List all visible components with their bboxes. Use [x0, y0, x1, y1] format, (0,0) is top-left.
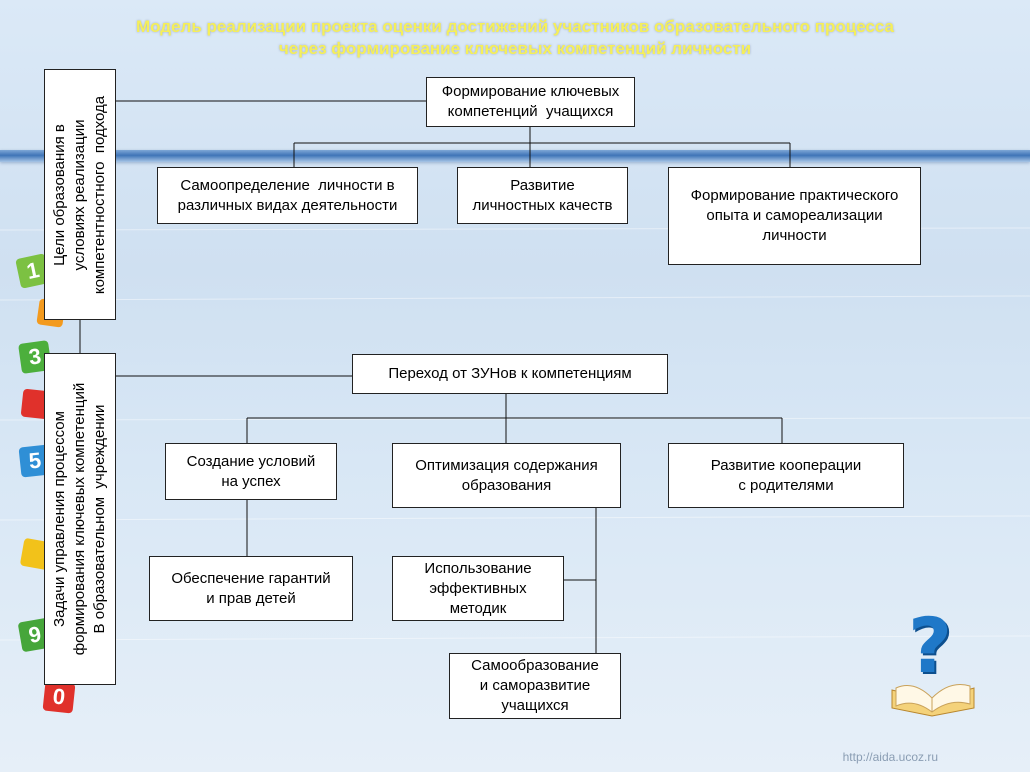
parent-cooperation-box: Развитие кооперации с родителями — [668, 443, 904, 508]
goals-label: Цели образования в условиях реализации к… — [51, 95, 108, 294]
effective-methods-label: Использование эффективных методик — [424, 559, 532, 617]
title-line-2: через формирование ключевых компетенций … — [278, 39, 752, 58]
open-book-icon — [891, 684, 975, 717]
self-education-label: Самообразование и саморазвитие учащихся — [471, 657, 599, 714]
self-determination-label: Самоопределение личности в различных вид… — [177, 176, 398, 214]
personal-qualities-label: Развитие личностных качеств — [472, 176, 613, 214]
watermark-url: http://aida.ucoz.ru — [842, 750, 938, 764]
header-band — [0, 150, 1030, 162]
self-determination-box: Самоопределение личности в различных вид… — [157, 167, 418, 224]
question-mark-glyph: ? — [907, 601, 953, 690]
goals-box: Цели образования в условиях реализации к… — [44, 69, 116, 320]
success-conditions-label: Создание условий на успех — [186, 452, 316, 490]
key-competencies-label: Формирование ключевых компетенций учащих… — [441, 83, 620, 120]
tasks-box: Задачи управления процессом формирования… — [44, 353, 116, 685]
parent-cooperation-label: Развитие кооперации с родителями — [710, 456, 862, 494]
tasks-label: Задачи управления процессом формирования… — [51, 382, 108, 656]
zun-to-competencies-label: Переход от ЗУНов к компетенциям — [388, 365, 632, 382]
question-mark-icon: ? — [900, 606, 960, 686]
content-optimization-box: Оптимизация содержания образования — [392, 443, 621, 508]
title-line-1: Модель реализации проекта оценки достиже… — [135, 17, 895, 36]
key-competencies-box: Формирование ключевых компетенций учащих… — [426, 77, 635, 127]
effective-methods-box: Использование эффективных методик — [392, 556, 564, 621]
question-book-decoration: ? — [888, 606, 978, 720]
guarantees-rights-box: Обеспечение гарантий и прав детей — [149, 556, 353, 621]
guarantees-rights-label: Обеспечение гарантий и прав детей — [171, 569, 331, 607]
self-education-box: Самообразование и саморазвитие учащихся — [449, 653, 621, 719]
success-conditions-box: Создание условий на успех — [165, 443, 337, 500]
content-optimization-label: Оптимизация содержания образования — [415, 456, 598, 494]
personal-qualities-box: Развитие личностных качеств — [457, 167, 628, 224]
zun-to-competencies-box: Переход от ЗУНов к компетенциям — [352, 354, 668, 394]
slide-title: Модель реализации проекта оценки достиже… — [40, 16, 990, 60]
practical-experience-box: Формирование практического опыта и самор… — [668, 167, 921, 265]
practical-experience-label: Формирование практического опыта и самор… — [690, 187, 899, 244]
